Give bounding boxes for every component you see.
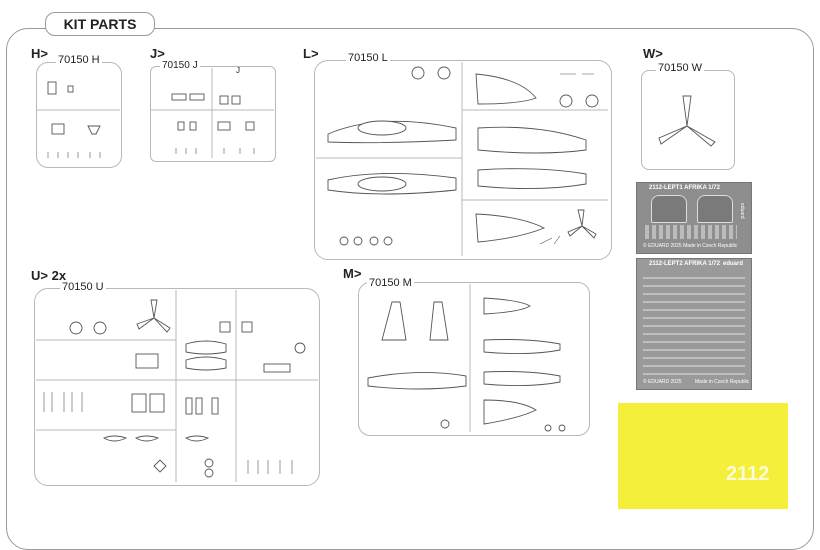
- sprue-j: [150, 66, 276, 162]
- sprue-m-code: 70150 M: [367, 277, 414, 289]
- pe2-footer-right: Made in Czech Republic: [695, 379, 750, 385]
- sprue-l-label: L>: [303, 46, 319, 61]
- pe1-panel-left: [651, 195, 687, 223]
- photo-etch-fret-1: 2112-LEPT1 AFRIKA 1/72 © EDUARD 2025 Mad…: [636, 182, 752, 254]
- sprue-j-mark: J: [236, 66, 240, 75]
- sprue-h-code: 70150 H: [56, 54, 102, 66]
- pe1-footer: © EDUARD 2025 Made in Czech Republic: [643, 243, 738, 249]
- pe1-panel-right: [697, 195, 733, 223]
- sprue-l-code: 70150 L: [346, 52, 390, 64]
- sprue-j-label: J>: [150, 46, 165, 61]
- pe2-small-parts: [643, 271, 745, 375]
- pe1-title: 2112-LEPT1 AFRIKA 1/72: [649, 185, 720, 191]
- pe2-title: 2112-LEPT2 AFRIKA 1/72: [649, 261, 720, 267]
- kit-parts-title-text: KIT PARTS: [63, 16, 137, 32]
- photo-etch-fret-2: 2112-LEPT2 AFRIKA 1/72 eduard © EDUARD 2…: [636, 258, 752, 390]
- sprue-h: [36, 62, 122, 168]
- sprue-u: [34, 288, 320, 486]
- kit-parts-title: KIT PARTS: [45, 12, 155, 36]
- pe2-footer: © EDUARD 2025: [643, 379, 682, 385]
- pe1-small-parts: [645, 225, 737, 239]
- sprue-h-label: H>: [31, 46, 48, 61]
- sprue-parts-drawing: [36, 62, 716, 482]
- sprue-w-code: 70150 W: [656, 62, 705, 74]
- sprue-u-code: 70150 U: [60, 281, 106, 293]
- sprue-m-label: M>: [343, 266, 362, 281]
- mask-number: 2112: [726, 463, 770, 485]
- pe2-brand: eduard: [723, 261, 744, 267]
- sprue-j-code: 70150 J: [160, 60, 200, 71]
- canopy-mask-sheet: 2112: [618, 403, 788, 509]
- sprue-u-label: U> 2x: [31, 268, 67, 283]
- sprue-l: [314, 60, 612, 260]
- sprue-w-label: W>: [643, 46, 663, 61]
- pe1-side-brand: eduard: [739, 203, 745, 219]
